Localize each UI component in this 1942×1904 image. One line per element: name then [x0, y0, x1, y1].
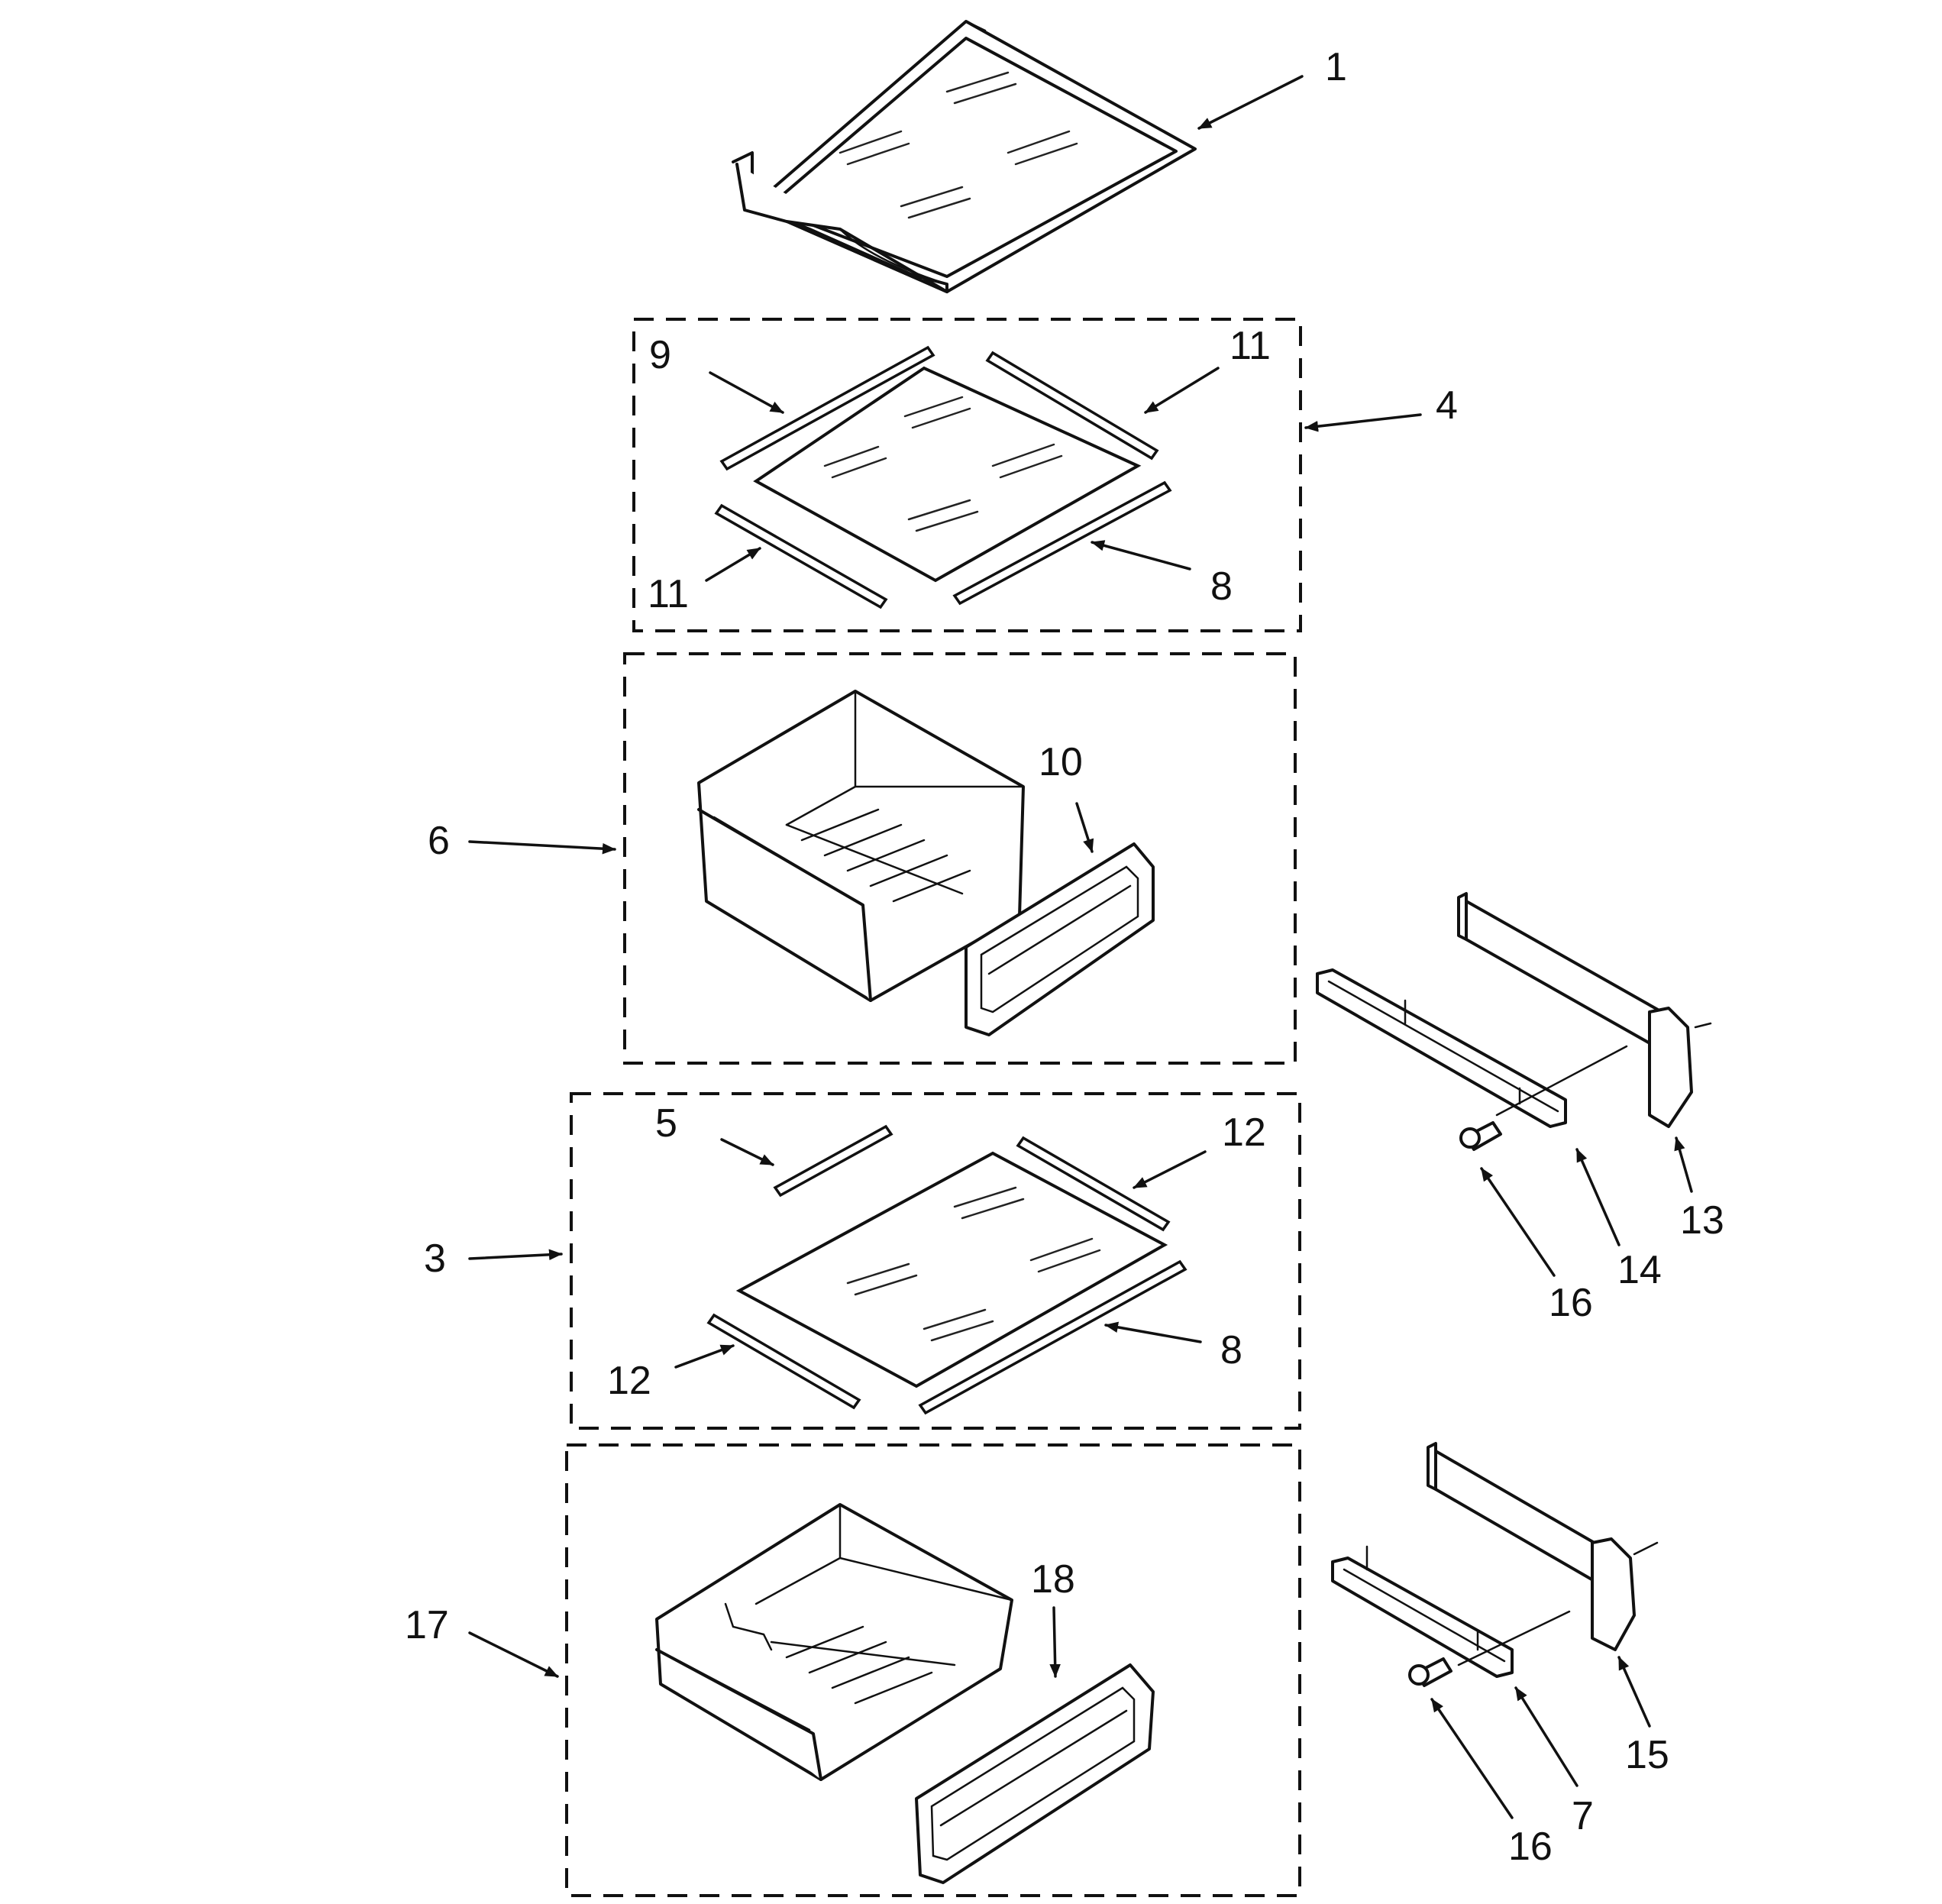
assembly-4-outline — [632, 318, 1302, 632]
callout-15: 15 — [1625, 1733, 1669, 1777]
callout-16-lower: 16 — [1508, 1825, 1553, 1869]
callout-12-bottom: 12 — [607, 1359, 651, 1403]
callout-17: 17 — [405, 1603, 449, 1647]
shelf-assembly-part-1 — [732, 20, 1197, 293]
drawer-front-part-18 — [915, 1663, 1155, 1884]
callout-1: 1 — [1325, 45, 1347, 89]
drawer-front-part-10 — [965, 842, 1155, 1036]
assembly-3-outline — [570, 1092, 1301, 1430]
slide-assembly-upper — [1316, 892, 1712, 1151]
callout-12-top: 12 — [1222, 1110, 1266, 1155]
callout-7: 7 — [1572, 1794, 1594, 1838]
callout-14: 14 — [1617, 1248, 1662, 1292]
callout-11-bottom: 11 — [648, 572, 689, 616]
callout-9: 9 — [649, 333, 671, 377]
callout-18: 18 — [1031, 1557, 1075, 1602]
callout-3: 3 — [424, 1236, 446, 1281]
shelf-kit-3-parts — [706, 1124, 1187, 1415]
callout-6: 6 — [428, 819, 450, 863]
callout-4: 4 — [1436, 383, 1458, 428]
callout-5: 5 — [655, 1101, 677, 1146]
callout-16-upper: 16 — [1549, 1281, 1593, 1325]
shelf-kit-4-parts — [714, 345, 1172, 609]
slide-assembly-lower — [1331, 1442, 1659, 1687]
callout-11-top: 11 — [1230, 324, 1271, 368]
callout-8-top: 8 — [1210, 564, 1233, 609]
callout-8-bottom: 8 — [1220, 1328, 1242, 1372]
callout-10: 10 — [1039, 740, 1083, 784]
crisper-drawer-part-6 — [697, 690, 1025, 1002]
assembly-17-outline — [565, 1443, 1301, 1897]
freezer-drawer-part-17 — [655, 1503, 1013, 1781]
callout-labels: 1 9 11 4 11 8 6 10 5 12 3 12 8 13 14 16 … — [405, 45, 1724, 1869]
assembly-6-outline — [623, 652, 1297, 1065]
callout-13: 13 — [1680, 1198, 1724, 1243]
leader-arrows — [468, 75, 1693, 1819]
